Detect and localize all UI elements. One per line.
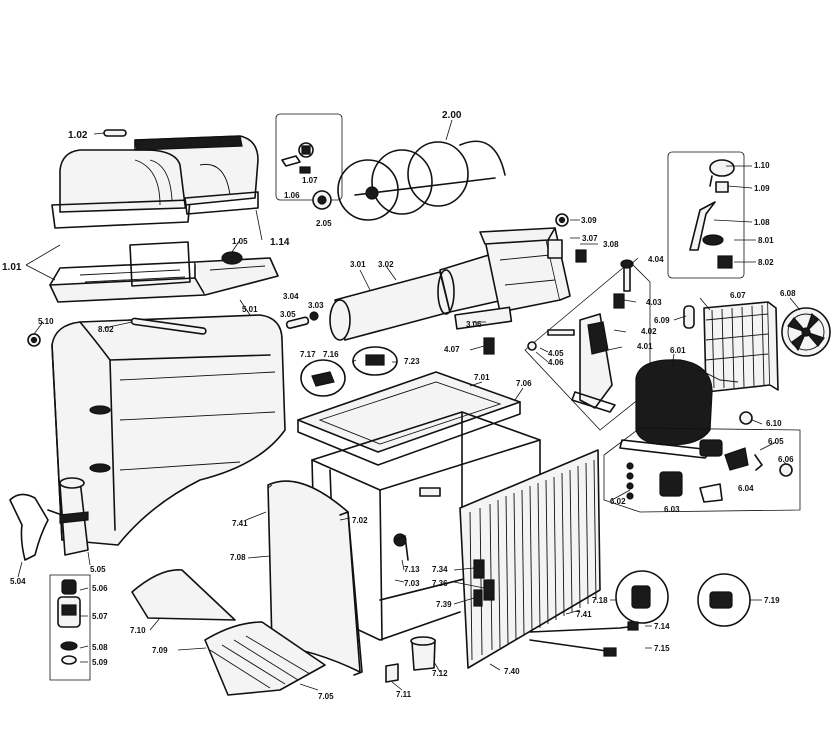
label-6-04: 6.04 — [738, 484, 754, 493]
tap-assembly — [9, 477, 91, 681]
label-5-07: 5.07 — [92, 612, 108, 621]
label-5-05: 5.05 — [90, 565, 106, 574]
label-7-11: 7.11 — [396, 690, 412, 699]
label-7-06: 7.06 — [516, 379, 532, 388]
label-4-06: 4.06 — [548, 358, 564, 367]
label-7-14: 7.14 — [654, 622, 670, 631]
label-1-06: 1.06 — [284, 191, 300, 200]
label-5-10: 5.10 — [38, 317, 54, 326]
label-3-04: 3.04 — [283, 292, 299, 301]
label-7-39: 7.39 — [436, 600, 452, 609]
detail-box-1-08 — [667, 151, 745, 279]
label-4-07: 4.07 — [444, 345, 460, 354]
label-7-02: 7.02 — [352, 516, 368, 525]
gearmotor-assembly — [483, 259, 651, 431]
label-7-41b: 7.41 — [576, 610, 592, 619]
label-7-17: 7.17 — [300, 350, 316, 359]
label-5-09: 5.09 — [92, 658, 108, 667]
chassis-frame — [267, 371, 601, 683]
detail-box-6-05 — [603, 427, 801, 513]
label-7-12: 7.12 — [432, 669, 448, 678]
label-5-04: 5.04 — [10, 577, 26, 586]
label-4-04: 4.04 — [648, 255, 664, 264]
label-3-03: 3.03 — [308, 301, 324, 310]
label-1-14: 1.14 — [270, 237, 290, 248]
drip-trays — [131, 569, 326, 696]
detail-box-1-06 — [275, 113, 343, 210]
evaporator — [285, 213, 587, 341]
label-1-08: 1.08 — [754, 218, 770, 227]
label-6-06: 6.06 — [778, 455, 794, 464]
label-1-09: 1.09 — [754, 184, 770, 193]
label-2-00: 2.00 — [442, 110, 462, 121]
label-4-01: 4.01 — [637, 342, 653, 351]
label-6-01: 6.01 — [670, 346, 686, 355]
label-7-10: 7.10 — [130, 626, 146, 635]
label-8-02: 8.02 — [758, 258, 774, 267]
detail-circles — [300, 346, 751, 657]
label-7-09: 7.09 — [152, 646, 168, 655]
left-tank — [27, 314, 286, 546]
label-3-02: 3.02 — [378, 260, 394, 269]
label-7-05: 7.05 — [318, 692, 334, 701]
label-7-40: 7.40 — [504, 667, 520, 676]
refrigeration-unit — [619, 301, 831, 459]
label-8-02b: 8.02 — [98, 325, 114, 334]
label-3-01: 3.01 — [350, 260, 366, 269]
label-7-03: 7.03 — [404, 579, 420, 588]
label-6-08: 6.08 — [780, 289, 796, 298]
label-6-09: 6.09 — [654, 316, 670, 325]
label-7-16: 7.16 — [323, 350, 339, 359]
label-7-13: 7.13 — [404, 565, 420, 574]
label-3-08: 3.08 — [603, 240, 619, 249]
label-3-05: 3.05 — [280, 310, 296, 319]
label-7-01: 7.01 — [474, 373, 490, 382]
label-6-03: 6.03 — [664, 505, 680, 514]
label-7-19: 7.19 — [764, 596, 780, 605]
part-labels: 1.02 2.00 1.10 1.09 1.07 1.06 2.05 3.09 … — [2, 110, 796, 701]
label-8-01: 8.01 — [758, 236, 774, 245]
label-7-08: 7.08 — [230, 553, 246, 562]
label-5-01: 5.01 — [242, 305, 258, 314]
label-6-07: 6.07 — [730, 291, 746, 300]
label-1-01: 1.01 — [2, 262, 22, 273]
label-7-34: 7.34 — [432, 565, 448, 574]
label-6-10: 6.10 — [766, 419, 782, 428]
label-5-06: 5.06 — [92, 584, 108, 593]
lid-assembly — [49, 129, 279, 303]
label-7-41: 7.41 — [232, 519, 248, 528]
label-7-36: 7.36 — [432, 579, 448, 588]
label-3-09: 3.09 — [581, 216, 597, 225]
label-5-08: 5.08 — [92, 643, 108, 652]
label-4-05: 4.05 — [548, 349, 564, 358]
label-1-10: 1.10 — [754, 161, 770, 170]
label-1-05: 1.05 — [232, 237, 248, 246]
label-3-06: 3.06 — [466, 320, 482, 329]
label-2-05: 2.05 — [316, 219, 332, 228]
label-1-02: 1.02 — [68, 130, 88, 141]
label-6-02: 6.02 — [610, 497, 626, 506]
label-3-07: 3.07 — [582, 234, 598, 243]
label-4-03: 4.03 — [646, 298, 662, 307]
label-7-15: 7.15 — [654, 644, 670, 653]
label-1-07: 1.07 — [302, 176, 318, 185]
leader-lines — [17, 119, 801, 691]
auger-spiral — [337, 140, 506, 221]
label-7-23: 7.23 — [404, 357, 420, 366]
label-6-05: 6.05 — [768, 437, 784, 446]
label-4-02: 4.02 — [641, 327, 657, 336]
label-7-18: 7.18 — [592, 596, 608, 605]
